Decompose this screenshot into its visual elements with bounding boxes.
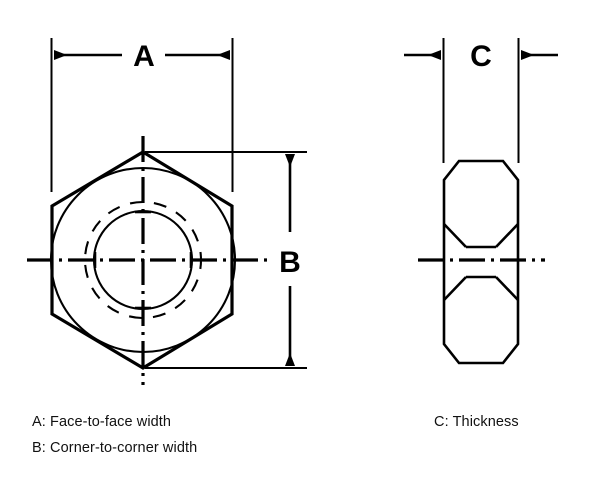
- dimension-b-letter: B: [279, 246, 301, 279]
- dimension-b-group: B: [145, 151, 307, 369]
- legend-item-b: B: Corner-to-corner width: [32, 440, 198, 456]
- dimension-a-group: A: [50, 38, 234, 192]
- side-view-chamfer-line-upper-right: [495, 223, 519, 248]
- dimension-a-letter: A: [133, 40, 155, 73]
- front-view-group: [27, 136, 270, 385]
- side-view-chamfer-line-upper: [443, 223, 467, 248]
- legend-item-c: C: Thickness: [434, 414, 519, 430]
- side-view-chamfer-line-lower-right: [495, 276, 519, 301]
- legend-item-a: A: Face-to-face width: [32, 414, 172, 430]
- dimension-c-letter: C: [470, 40, 492, 73]
- side-view-group: [418, 159, 545, 365]
- dimension-c-group: C: [404, 38, 558, 163]
- side-view-outline: [442, 159, 520, 365]
- side-view-chamfer-line-lower: [443, 276, 467, 301]
- hexagon-outline: [50, 150, 234, 370]
